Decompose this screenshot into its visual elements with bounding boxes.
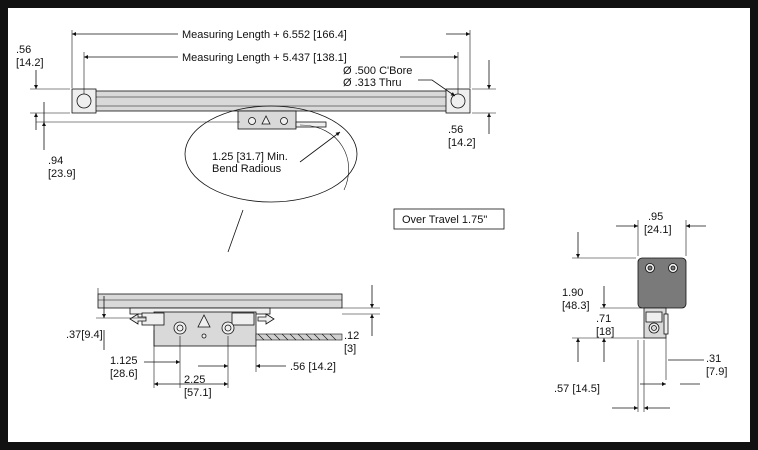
left-mount-hole-icon <box>76 93 92 109</box>
right-height-in: .56 <box>448 124 463 136</box>
dim-1125-mm: [28.6] <box>110 368 138 380</box>
scale-body <box>75 90 467 112</box>
right-mount-hole-icon <box>450 93 466 109</box>
left-end-cap <box>71 88 97 114</box>
side-view: .95 [24.1] 1.90 [48.3] .71 [18] .31 [7.9… <box>554 211 727 412</box>
front-height-037: .37[9.4] <box>66 329 103 341</box>
front-cable <box>255 333 343 341</box>
dim-1125-in: 1.125 <box>110 355 138 367</box>
side-width-mm: [24.1] <box>644 224 672 236</box>
dim-012-mm: [3] <box>344 343 356 355</box>
top-view: Measuring Length + 6.552 [166.4] Measuri… <box>16 27 496 253</box>
over-travel-label: Over Travel 1.75" <box>402 214 487 226</box>
left-height-mm: [14.2] <box>16 57 44 69</box>
front-view: .37[9.4] 1.125 [28.6] 2.25 [57.1] .56 [1… <box>66 285 380 399</box>
offset-in: .94 <box>48 155 63 167</box>
side-mid-in: .71 <box>596 313 611 325</box>
front-scale-body <box>97 293 343 309</box>
side-width-in: .95 <box>648 211 663 223</box>
side-height-in: 1.90 <box>562 287 583 299</box>
side-mid-mm: [18] <box>596 326 614 338</box>
bend-radius-line2: Bend Radious <box>212 163 282 175</box>
dim-225-in: 2.25 <box>184 374 205 386</box>
over-travel-box: Over Travel 1.75" <box>393 208 505 230</box>
dim-031-mm: [7.9] <box>706 366 727 378</box>
measuring-length-inner: Measuring Length + 5.437 [138.1] <box>182 52 347 64</box>
bend-radius-line1: 1.25 [31.7] Min. <box>212 151 288 163</box>
side-scale-body <box>637 257 687 309</box>
dim-056-front: .56 [14.2] <box>290 361 336 373</box>
offset-mm: [23.9] <box>48 168 76 180</box>
side-height-mm: [48.3] <box>562 300 590 312</box>
dim-012-in: .12 <box>344 330 359 342</box>
dim-225-mm: [57.1] <box>184 387 212 399</box>
left-height-in: .56 <box>16 44 31 56</box>
cbore-callout: Ø .500 C'Bore <box>343 65 412 77</box>
bend-detail-ellipse <box>184 105 358 203</box>
right-height-mm: [14.2] <box>448 137 476 149</box>
dim-057-side: .57 [14.5] <box>554 383 600 395</box>
dim-031-in: .31 <box>706 353 721 365</box>
thru-callout: Ø .313 Thru <box>343 77 402 89</box>
measuring-length-outer: Measuring Length + 6.552 [166.4] <box>182 29 347 41</box>
